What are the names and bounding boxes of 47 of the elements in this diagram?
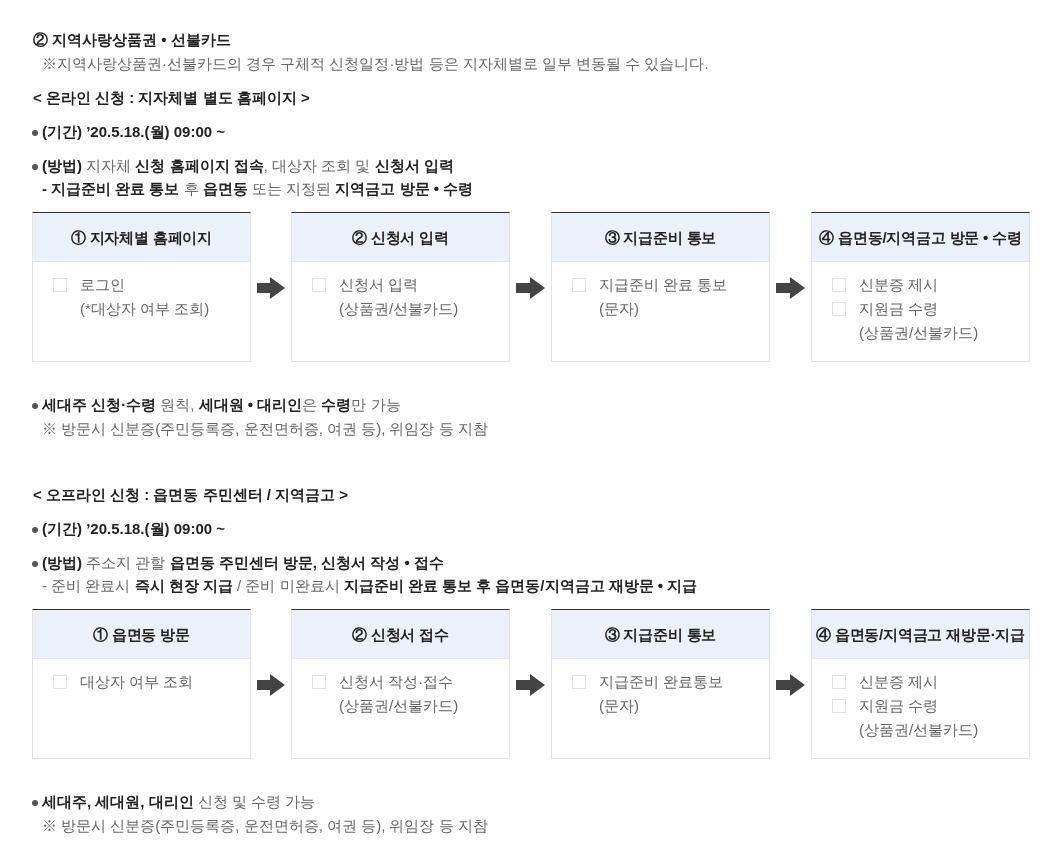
step-item-text: (상품권/선불카드) [339,299,459,319]
section-heading: < 온라인 신청 : 지자체별 별도 홈페이지 > [33,88,310,108]
step-heading: ① 지자체별 홈페이지 [33,213,250,262]
sub-item-text: - 지급준비 완료 통보 후 읍면동 또는 지정된 지역금고 방문 • 수령 [42,179,474,199]
section-heading: < 오프라인 신청 : 읍면동 주민센터 / 지역금고 > [33,485,349,505]
step-item-text: (상품권/선불카드) [859,720,979,740]
sub-item-text: - 준비 완료시 즉시 현장 지급 / 준비 미완료시 지급준비 완료 통보 후 읍면동/지역금고 재방문 • 지급 [42,576,698,596]
list-item-text: (기간) ’20.5.18.(월) 09:00 ~ [42,519,225,539]
step-item-text: 지원금 수령 [859,696,939,716]
step-heading: ② 신청서 접수 [292,610,509,659]
step-item-text: 지급준비 완료통보 [599,672,724,692]
step-item-text: 로그인 [80,275,125,295]
list-item-text: (방법) 주소지 관할 읍면동 주민센터 방문, 신청서 작성 • 접수 [42,553,444,573]
step-item-text: 신청서 작성·접수 [339,672,454,692]
step-item-text: (문자) [599,299,639,319]
step-card [811,609,1030,759]
list-item-text: 세대주, 세대원, 대리인 신청 및 수령 가능 [42,792,316,812]
step-item-text: (문자) [599,696,639,716]
list-item-text: (기간) ’20.5.18.(월) 09:00 ~ [42,122,225,142]
step-item-text: (*대상자 여부 조회) [80,299,210,319]
step-card [551,212,770,362]
step-heading: ④ 읍면동/지역금고 방문 • 수령 [812,213,1029,262]
step-card [811,212,1030,362]
step-card [551,609,770,759]
note-text: ※ 방문시 신분증(주민등록증, 운전면허증, 여권 등), 위임장 등 지참 [42,419,488,439]
list-item-text: 세대주 신청·수령 원칙, 세대원 • 대리인은 수령만 가능 [42,395,401,415]
step-card [291,609,510,759]
step-item-text: 신분증 제시 [859,672,939,692]
step-heading: ③ 지급준비 통보 [552,213,769,262]
step-item-text: (상품권/선불카드) [859,323,979,343]
step-card [32,609,251,759]
step-item-text: 대상자 여부 조회 [80,672,194,692]
step-item-text: 신분증 제시 [859,275,939,295]
note-text: ※ 방문시 신분증(주민등록증, 운전면허증, 여권 등), 위임장 등 지참 [42,816,488,836]
list-item-text: (방법) 지자체 신청 홈페이지 접속, 대상자 조회 및 신청서 입력 [42,156,454,176]
step-heading: ③ 지급준비 통보 [552,610,769,659]
step-item-text: 지원금 수령 [859,299,939,319]
note-text: ※지역사랑상품권·선불카드의 경우 구체적 신청일정·방법 등은 지자체별로 일부 변동될 수 있습니다. [42,54,709,74]
step-card [32,212,251,362]
step-item-text: (상품권/선불카드) [339,696,459,716]
step-card [291,212,510,362]
step-heading: ④ 읍면동/지역금고 재방문·지급 [812,610,1029,659]
step-item-text: 신청서 입력 [339,275,419,295]
step-item-text: 지급준비 완료 통보 [599,275,728,295]
step-heading: ① 읍면동 방문 [33,610,250,659]
section-title: ② 지역사랑상품권 • 선불카드 [33,30,231,50]
step-heading: ② 신청서 입력 [292,213,509,262]
